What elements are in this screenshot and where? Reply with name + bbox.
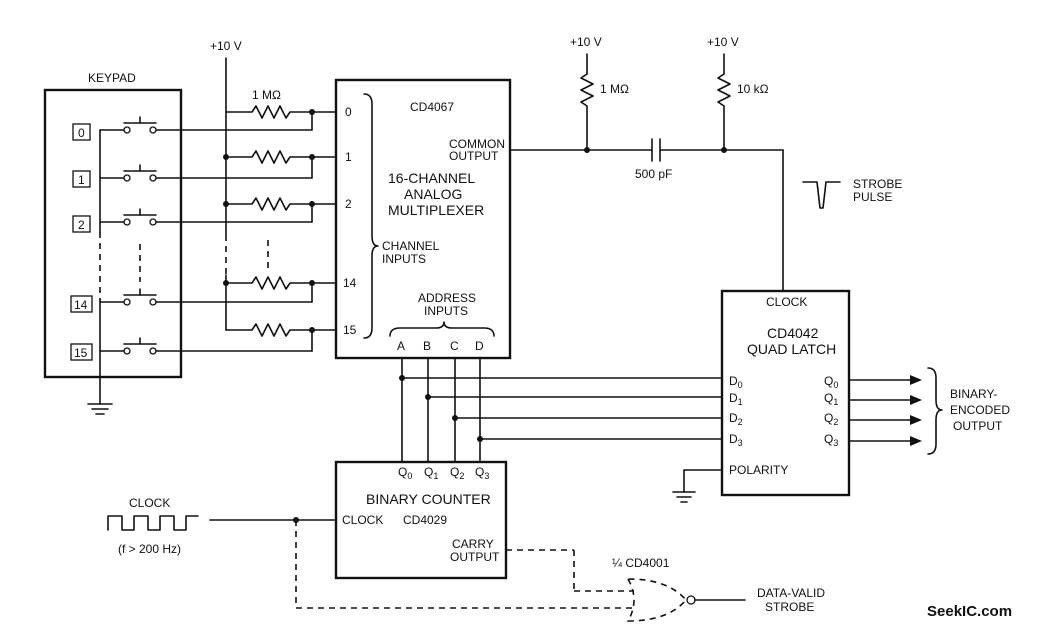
key-14: 14 bbox=[70, 288, 182, 313]
output-label-2: ENCODED bbox=[950, 403, 1010, 417]
supply-left-label: +10 V bbox=[210, 39, 242, 53]
latch-name: QUAD LATCH bbox=[747, 341, 836, 357]
mux-pin-b: B bbox=[423, 339, 431, 353]
clock-source: CLOCK (f > 200 Hz) bbox=[107, 496, 634, 609]
gate-label: ¼ CD4001 bbox=[612, 556, 670, 570]
channel-brace bbox=[363, 93, 379, 339]
latch-d2: D2 bbox=[729, 411, 743, 427]
latch-q3: Q3 bbox=[824, 432, 838, 448]
keypad-ground-icon bbox=[87, 403, 113, 415]
supply-right-label: +10 V bbox=[707, 35, 739, 49]
counter-name: BINARY COUNTER bbox=[366, 491, 491, 507]
capacitor-label: 500 pF bbox=[635, 167, 672, 181]
mux-pin-c: C bbox=[450, 339, 459, 353]
clock-freq-label: (f > 200 Hz) bbox=[118, 542, 181, 556]
key-15-label: 15 bbox=[74, 346, 88, 360]
key-15: 15 bbox=[70, 337, 182, 361]
mux-address-label-1: ADDRESS bbox=[418, 291, 476, 305]
output-label-1: BINARY- bbox=[950, 387, 997, 401]
counter-q2: Q2 bbox=[450, 465, 464, 481]
key-0-label: 0 bbox=[78, 126, 85, 140]
binary-counter-cd4029: Q0 Q1 Q2 Q3 BINARY COUNTER CLOCK CD4029 … bbox=[334, 460, 508, 580]
mux-pin-d: D bbox=[475, 339, 484, 353]
key-1: 1 bbox=[72, 164, 182, 188]
counter-part: CD4029 bbox=[403, 513, 447, 527]
mux-name-3: MULTIPLEXER bbox=[388, 202, 484, 218]
latch-q2: Q2 bbox=[824, 411, 838, 427]
nor-gate: ¼ CD4001 DATA-VALID STROBE bbox=[506, 549, 825, 622]
address-bus bbox=[399, 357, 723, 463]
mux-common-label-1: COMMON bbox=[449, 137, 505, 151]
strobe-label-1: STROBE bbox=[853, 177, 902, 191]
mux-channel-label-2: INPUTS bbox=[382, 252, 426, 266]
keypad-title: KEYPAD bbox=[88, 71, 136, 85]
latch-ground-icon bbox=[672, 491, 696, 503]
key-14-label: 14 bbox=[74, 298, 88, 312]
watermark: SeekIC.com bbox=[927, 603, 1012, 620]
binary-output-arrows: BINARY- ENCODED OUTPUT bbox=[848, 367, 1010, 455]
mux-address-label-2: INPUTS bbox=[424, 304, 468, 318]
counter-carry-label-2: OUTPUT bbox=[450, 550, 500, 564]
key-0: 0 bbox=[72, 116, 182, 141]
latch-polarity-label: POLARITY bbox=[729, 463, 788, 477]
key-2-label: 2 bbox=[78, 218, 85, 232]
pullup-right-label: 10 kΩ bbox=[737, 82, 769, 96]
counter-carry-label-1: CARRY bbox=[452, 537, 494, 551]
strobe-network: 500 pF +10 V 1 MΩ +10 V 10 kΩ STROBE PUL… bbox=[509, 35, 902, 292]
strobe-pulse-icon bbox=[802, 181, 841, 209]
output-label-3: OUTPUT bbox=[953, 419, 1003, 433]
mux-pin-a: A bbox=[397, 339, 405, 353]
mux-input-1: 1 bbox=[345, 150, 352, 164]
mux-channel-label-1: CHANNEL bbox=[382, 239, 440, 253]
supply-mid-label: +10 V bbox=[570, 35, 602, 49]
pullup-mid-label: 1 MΩ bbox=[600, 82, 629, 96]
data-valid-label-1: DATA-VALID bbox=[757, 586, 825, 600]
mux-name-2: ANALOG bbox=[404, 186, 462, 202]
latch-q1: Q1 bbox=[824, 391, 838, 407]
mux-input-0: 0 bbox=[345, 105, 352, 119]
address-brace bbox=[389, 321, 495, 337]
data-valid-label-2: STROBE bbox=[765, 600, 814, 614]
key-2: 2 bbox=[72, 208, 182, 233]
quad-latch-cd4042: CLOCK CD4042 QUAD LATCH D0 D1 D2 D3 Q0 Q… bbox=[672, 289, 851, 503]
multiplexer-cd4067: 0 1 2 14 15 CHANNEL INPUTS CD4067 COMMON… bbox=[334, 78, 512, 360]
mux-common-label-2: OUTPUT bbox=[449, 149, 499, 163]
latch-q0: Q0 bbox=[824, 374, 838, 390]
square-wave-icon bbox=[107, 515, 199, 531]
keypad: KEYPAD 0 1 2 bbox=[43, 71, 183, 415]
latch-part: CD4042 bbox=[767, 325, 819, 341]
counter-q0: Q0 bbox=[398, 465, 412, 481]
counter-q3: Q3 bbox=[475, 465, 489, 481]
latch-d1: D1 bbox=[729, 391, 743, 407]
strobe-label-2: PULSE bbox=[853, 190, 892, 204]
resistor-bank-label: 1 MΩ bbox=[252, 88, 281, 102]
key-1-label: 1 bbox=[78, 173, 85, 187]
output-brace bbox=[927, 367, 943, 455]
counter-q1: Q1 bbox=[424, 465, 438, 481]
mux-input-14: 14 bbox=[343, 276, 357, 290]
latch-clock-label: CLOCK bbox=[766, 295, 807, 309]
latch-d0: D0 bbox=[729, 374, 743, 390]
latch-d3: D3 bbox=[729, 432, 743, 448]
mux-name-1: 16-CHANNEL bbox=[388, 170, 475, 186]
mux-input-2: 2 bbox=[345, 197, 352, 211]
capacitor-icon bbox=[651, 138, 661, 162]
counter-clock-label: CLOCK bbox=[342, 513, 383, 527]
mux-input-15: 15 bbox=[343, 323, 357, 337]
clock-source-label: CLOCK bbox=[129, 496, 170, 510]
nor-gate-icon bbox=[626, 578, 688, 622]
mux-part: CD4067 bbox=[410, 100, 454, 114]
resistor-bank: +10 V 1 MΩ bbox=[180, 39, 337, 352]
